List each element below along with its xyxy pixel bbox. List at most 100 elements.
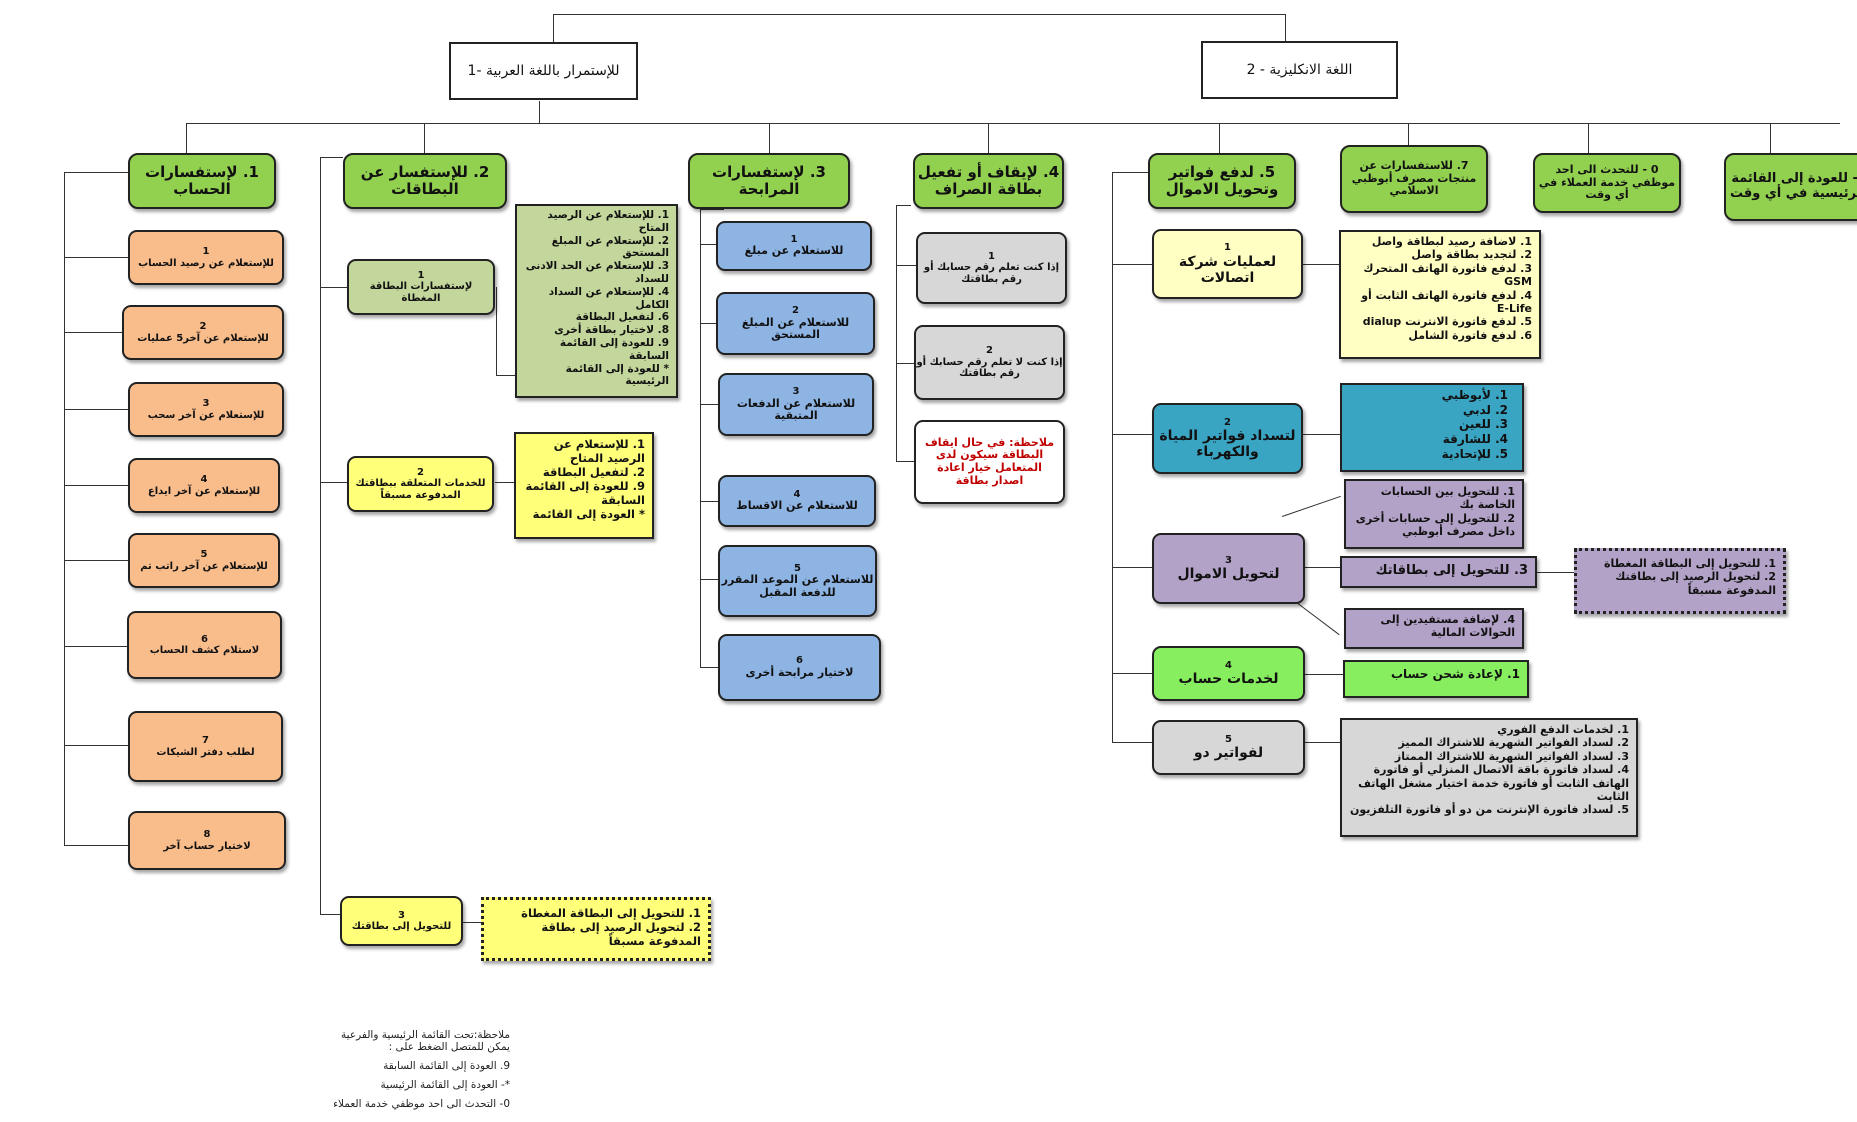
connector (896, 363, 914, 364)
option-number: 3 (792, 386, 800, 398)
option-number: 3 (1225, 554, 1232, 566)
menu-line: 2. لتفعيل البطاقة (542, 465, 645, 480)
option-number: 6 (201, 633, 208, 645)
menu-line: 4. لسداد فاتورة باقة الاتصال المنزلي أو … (1358, 763, 1629, 804)
menu-line: 5. لسداد فاتورة الإنترنت من دو أو فاتورة… (1350, 803, 1629, 817)
connector (64, 845, 128, 846)
main-murabaha-inquiries: 3. لإستفسارات المرابحة (688, 153, 850, 209)
option-label: للإستعلام عن آخر ايداع (147, 485, 261, 497)
atm-note-text: ملاحظة: في حال ايقاف البطاقة سيكون لدى ا… (924, 435, 1055, 487)
connector (553, 14, 1286, 15)
main-customer-service-label: 0 - للتحدث الى احد موظفي خدمة العملاء في… (1538, 163, 1676, 202)
option-label: للإستعلام عن آخر5 عمليات (137, 332, 269, 344)
menu-line: 0- التحدث الى احد موظفي خدمة العملاء (333, 1098, 510, 1110)
menu-line: ملاحظة:تحت القائمة الرئيسية والفرعية يمك… (341, 1029, 510, 1053)
option-number: 5 (1225, 733, 1232, 745)
main-account-label: 1. لإستفسارات الحساب (145, 162, 259, 198)
connector (320, 482, 347, 483)
connector (64, 485, 128, 486)
connector (1112, 172, 1148, 173)
connector (64, 172, 128, 173)
menu-line: 6. لدفع فاتورة الشامل (1408, 328, 1532, 342)
menu-line: 1. للتحويل بين الحسابات الخاصة بك (1380, 485, 1515, 512)
option-label: للخدمات المتعلقة ببطاقتك المدفوعة مسبقاً (355, 478, 486, 501)
menu-line: 4. للإستعلام عن السداد الكامل (548, 285, 669, 311)
menu-line: 2. لسداد الفواتير الشهرية للاشتراك الممي… (1398, 736, 1630, 750)
connector (700, 579, 718, 580)
connector (1219, 123, 1220, 153)
option-number: 5 (794, 562, 801, 574)
menu-line: 2. لتحويل الرصيد إلى بطاقتك المدفوعة مسب… (1615, 570, 1776, 597)
connector (553, 14, 554, 42)
connector (1303, 434, 1340, 435)
option-label: لطلب دفتر الشيكات (156, 746, 255, 758)
main-products-label: 7. للاستفسارات عن منتجات مصرف أبوظبي الا… (1351, 159, 1477, 198)
menu-line: 1. لإعادة شحن حساب (1390, 667, 1520, 681)
connector (424, 123, 425, 153)
option-label: لفواتير دو (1193, 745, 1264, 762)
connector (320, 914, 340, 915)
menu-line: 2. للإستعلام عن المبلغ المستحق (551, 234, 669, 260)
option-label: للإستعلام عن آخر سحب (147, 409, 265, 421)
option-label: للاستعلام عن الدفعات المتبقية (736, 396, 856, 423)
option-label: لخدمات حساب (1178, 671, 1279, 688)
connector (320, 157, 321, 915)
menu-line: 3. لسداد الفواتير الشهرية للاشتراك الممت… (1394, 749, 1629, 763)
option-label: لاختيار مرابحة أخرى (745, 665, 854, 679)
connector (1770, 123, 1771, 153)
connector (700, 209, 701, 668)
menu-line: 9. للعودة إلى القائمة السابقة (525, 479, 645, 508)
menu-line: 1. للتحويل إلى البطاقة المغطاة (1603, 557, 1776, 570)
menu-line: *- العودة إلى القائمة الرئيسية (380, 1079, 510, 1091)
menu-line: * العودة إلى القائمة (532, 507, 645, 522)
connector (700, 667, 718, 668)
menu-line: 1. لاضافة رصيد لبطاقة واصل (1371, 235, 1532, 248)
connector (700, 209, 724, 210)
option-number: 4 (1225, 659, 1232, 671)
menu-line: 1. للإستعلام عن الرصيد المتاح (553, 437, 645, 466)
option-number: 2 (986, 345, 993, 357)
menu-line: 4. لدفع فاتورة الهاتف الثابت أو E-Life (1361, 288, 1532, 316)
main-bill-label: 5. لدفع فواتير وتحويل الاموال (1165, 162, 1279, 198)
connector (988, 123, 989, 153)
connector (700, 404, 718, 405)
menu-line: 1. للتحويل إلى البطاقة المغطاة (521, 906, 701, 920)
option-number: 1 (1224, 242, 1231, 254)
menu-line: 2. لتحويل الرصيد إلى بطاقة المدفوعة مسبق… (541, 920, 701, 949)
option-number: 2 (1224, 416, 1231, 428)
connector (700, 501, 718, 502)
option-label: لإستفسارات البطاقة المغطاة (369, 281, 473, 304)
menu-line: 1. لأبوظبي (1441, 388, 1508, 402)
option-label: للإستعلام عن آخر راتب تم (140, 560, 268, 572)
menu-line: 2. للتحويل إلى حسابات أخرى داخل مصرف أبو… (1355, 511, 1515, 539)
connector (1408, 123, 1409, 145)
connector (1305, 567, 1340, 568)
connector (64, 257, 128, 258)
option-label: لعمليات شركة اتصالات (1178, 253, 1277, 286)
connector (1305, 674, 1343, 675)
option-number: 3 (398, 909, 405, 921)
option-number: 4 (200, 474, 208, 485)
connector (64, 560, 128, 561)
menu-line: 8. لاختيار بطاقة أخرى (554, 324, 669, 337)
menu-line: 5. لدفع فاتورة الانترنت dialup (1362, 315, 1532, 329)
option-number: 2 (417, 466, 424, 478)
option-label: لتسداد فواتير المياة والكهرباء (1159, 428, 1296, 461)
connector (1285, 14, 1286, 42)
